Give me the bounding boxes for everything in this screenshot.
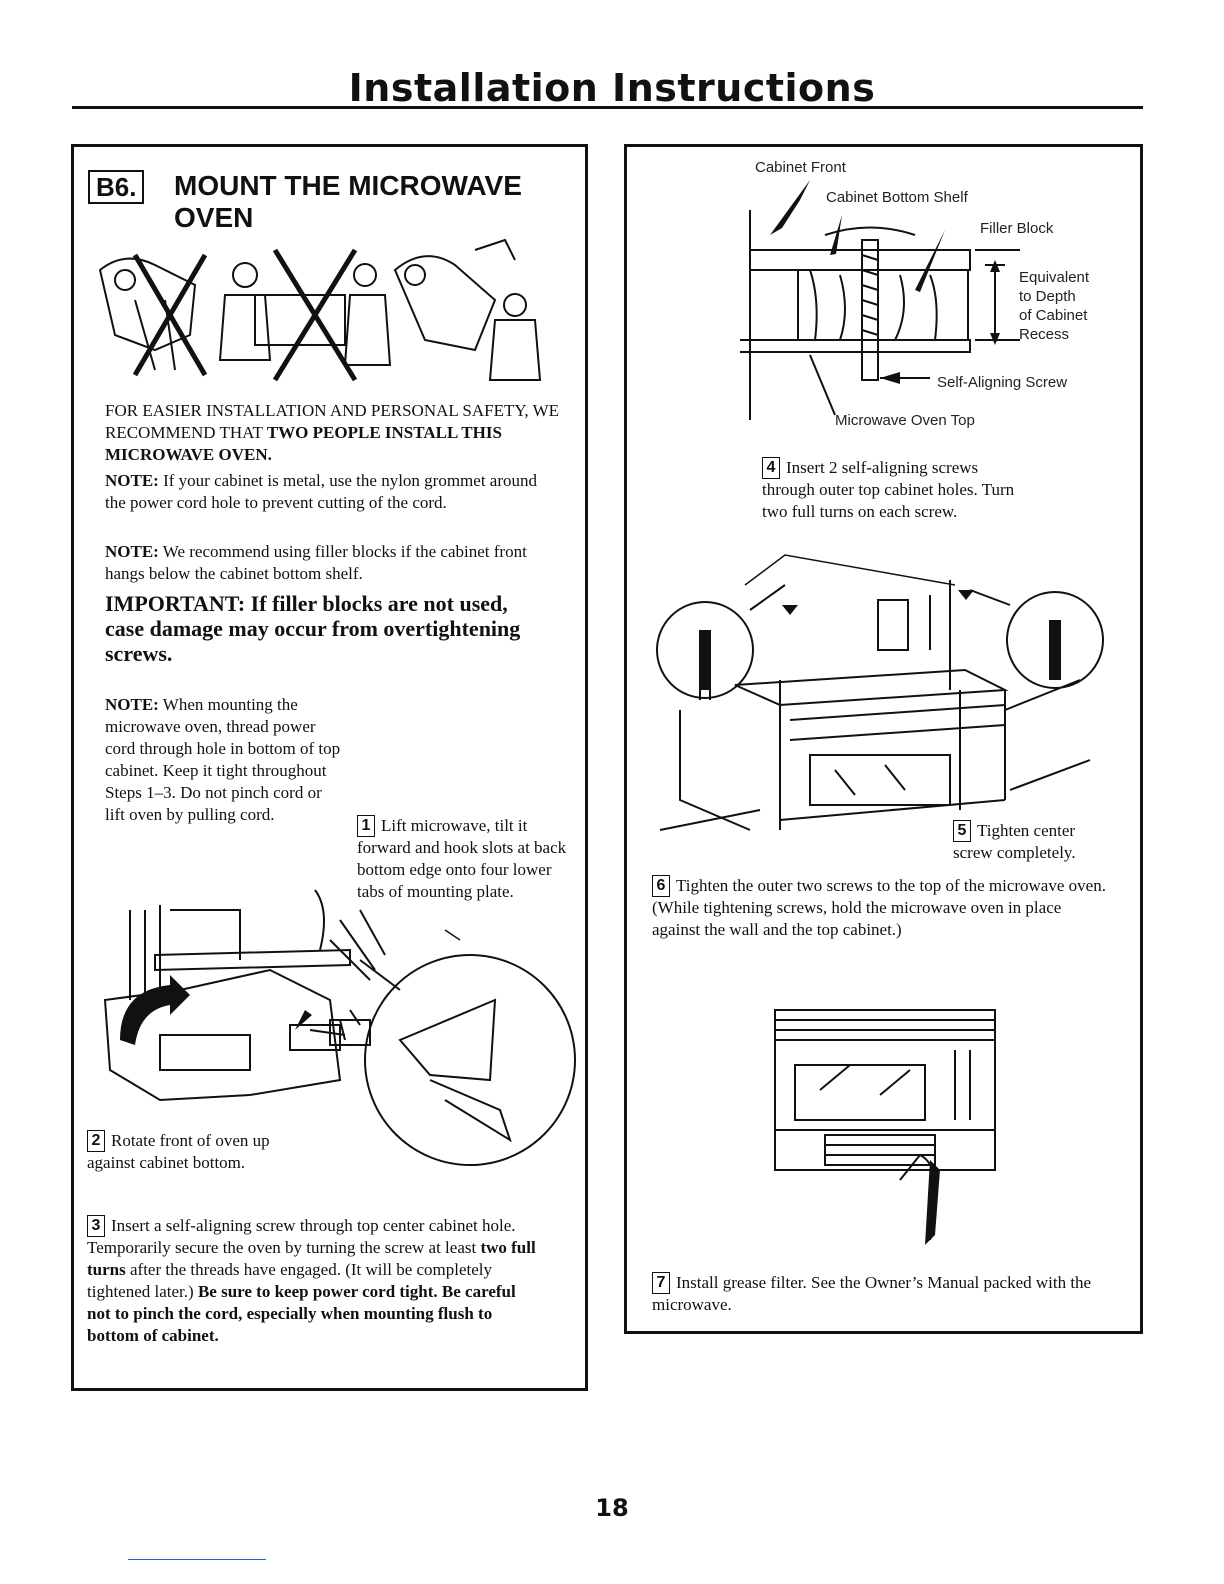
page-title: Installation Instructions (348, 66, 876, 110)
note-metal-cabinet: NOTE: If your cabinet is metal, use the … (105, 470, 545, 514)
screws-oven-illustration (656, 554, 1104, 831)
note-filler-blocks: NOTE: We recommend using filler blocks i… (105, 541, 565, 585)
section-heading: B6. MOUNT THE MICROWAVE OVEN (88, 170, 568, 233)
intro-paragraph: FOR EASIER INSTALLATION AND PERSONAL SAF… (105, 400, 565, 466)
step-text: Insert a self-aligning screw through top… (87, 1216, 516, 1257)
step-text: after the threads have engaged. (It will… (87, 1260, 493, 1301)
step-number: 1 (357, 815, 375, 837)
step-number: 4 (762, 457, 780, 479)
note-text: When mounting the microwave oven, thread… (105, 695, 341, 824)
section-number: B6. (88, 170, 145, 204)
right-panel (624, 144, 1143, 1334)
step-number: 5 (953, 820, 971, 842)
intro-bold: TWO PEOPLE INSTALL THIS MICROWAVE OVEN. (105, 423, 502, 464)
hook-oven-illustration (103, 889, 576, 1166)
step-number: 6 (652, 875, 670, 897)
section-title: MOUNT THE MICROWAVE OVEN (174, 170, 522, 233)
label-line: Equivalent (1019, 269, 1090, 286)
step-text: Tighten the outer two screws to the top … (652, 876, 1106, 939)
label-line: of Cabinet (1019, 307, 1088, 324)
step-bold: Be sure to keep power cord tight. Be car… (87, 1282, 516, 1345)
intro-text: FOR EASIER INSTALLATION AND PERSONAL SAF… (105, 401, 560, 442)
filler-block-diagram (740, 180, 1020, 420)
step-text: Rotate front of oven up against cabinet … (87, 1131, 270, 1172)
step-bold: two full turns (87, 1238, 536, 1279)
label-cabinet-front: Cabinet Front (755, 159, 846, 176)
step-text: Tighten center screw completely. (953, 821, 1076, 862)
label-microwave-oven-top: Microwave Oven Top (835, 412, 975, 429)
step-number: 2 (87, 1130, 105, 1152)
left-panel (71, 144, 588, 1391)
title-rule (72, 106, 1143, 109)
page-number: 18 (595, 1494, 629, 1522)
note-label: NOTE: (105, 542, 159, 561)
step-number: 3 (87, 1215, 105, 1237)
note-text: We recommend using filler blocks if the … (105, 542, 527, 583)
important-warning: IMPORTANT: If filler blocks are not used… (105, 591, 521, 666)
note-power-cord: NOTE: When mounting the microwave oven, … (105, 694, 341, 826)
label-self-aligning-screw: Self-Aligning Screw (937, 374, 1068, 391)
note-text: If your cabinet is metal, use the nylon … (105, 471, 537, 512)
label-line: to Depth (1019, 288, 1076, 305)
label-equivalent: Equivalent to Depth of Cabinet Recess (1019, 268, 1089, 344)
two-people-illustration (98, 238, 542, 382)
step-number: 7 (652, 1272, 670, 1294)
footer-line (128, 1559, 266, 1560)
label-line: Recess (1019, 326, 1070, 343)
step-text: Insert 2 self-aligning screws through ou… (762, 458, 1015, 521)
step-text: Install grease filter. See the Owner’s M… (652, 1273, 1092, 1314)
step-text: Lift microwave, tilt it forward and hook… (357, 816, 567, 901)
note-label: NOTE: (105, 471, 159, 490)
label-cabinet-bottom-shelf: Cabinet Bottom Shelf (826, 189, 968, 206)
label-filler-block: Filler Block (980, 220, 1054, 237)
note-label: NOTE: (105, 695, 159, 714)
grease-filter-illustration (774, 1009, 996, 1245)
